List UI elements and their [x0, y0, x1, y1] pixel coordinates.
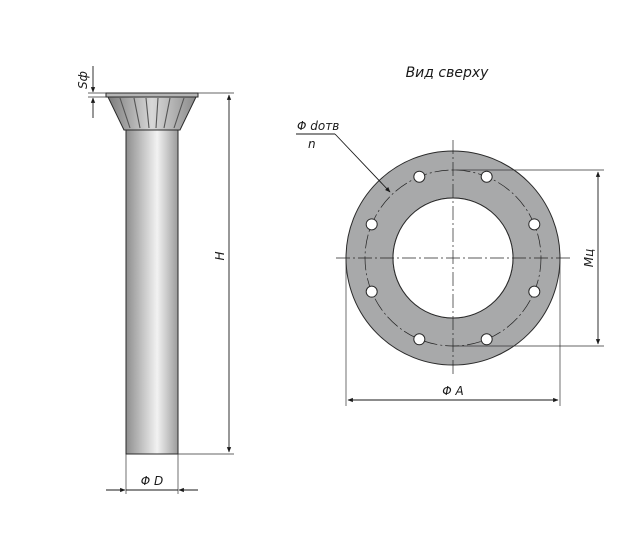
stiffener-ribs	[119, 97, 185, 129]
bolt-hole	[480, 333, 493, 346]
pipe-diameter-dimension: Φ D	[106, 454, 198, 494]
height-label: H	[213, 251, 227, 260]
side-view: Sф H Φ D	[76, 66, 234, 494]
bolt-holes	[365, 170, 541, 346]
bolt-hole	[528, 218, 541, 231]
bolt-hole	[413, 333, 426, 346]
stiffener-cone	[107, 96, 197, 131]
mounting-distance-dimension: Mц	[453, 169, 604, 347]
flange-diameter-dimension: Φ A	[345, 258, 561, 406]
top-view-title: Вид сверху	[406, 65, 490, 81]
bolt-hole	[413, 170, 426, 183]
bolt-hole	[365, 218, 378, 231]
pipe-body	[125, 117, 179, 455]
bolt-hole	[480, 170, 493, 183]
flange-diameter-label: Φ A	[442, 384, 463, 398]
flange-thickness-label: Sф	[76, 71, 90, 89]
flange-thickness-dimension: Sф	[76, 66, 106, 118]
bolt-hole	[365, 285, 378, 298]
hole-diameter-label: Φ dотв	[297, 119, 339, 133]
hole-leader: Φ dотв n	[296, 119, 391, 193]
height-dimension: H	[178, 92, 234, 455]
hole-count-label: n	[308, 137, 316, 151]
pipe-diameter-label: Φ D	[141, 474, 164, 488]
top-view: Вид сверху Φ dотв n Mц	[296, 65, 604, 406]
bolt-hole	[528, 285, 541, 298]
mounting-distance-label: Mц	[582, 249, 596, 268]
flange-plate	[105, 92, 199, 98]
